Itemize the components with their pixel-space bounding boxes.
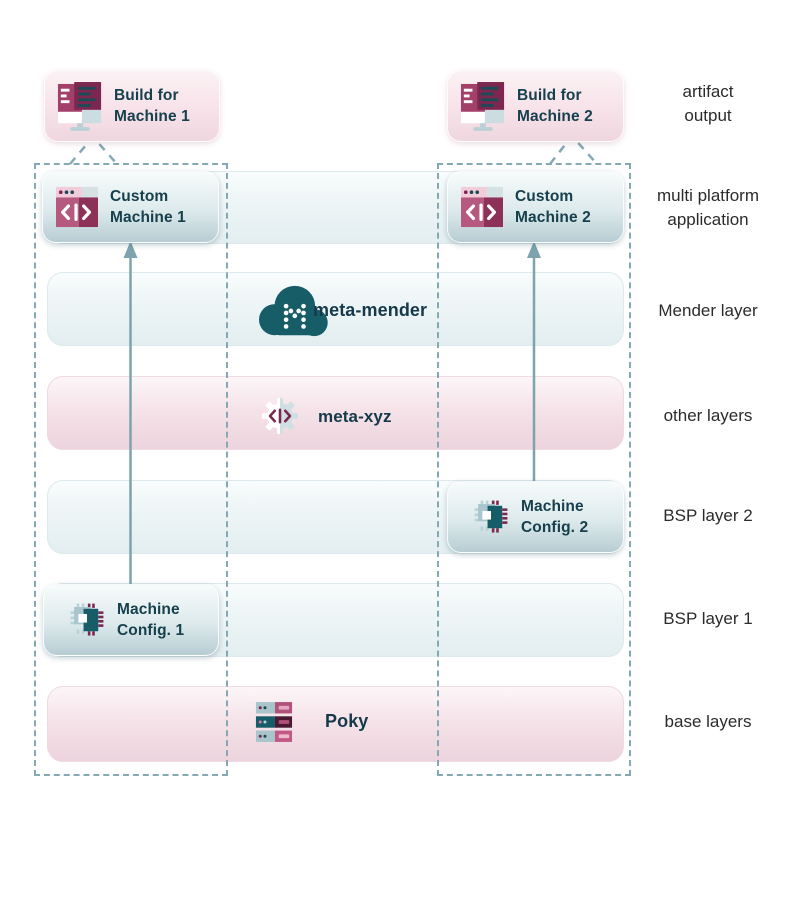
label-line-1: Custom: [515, 188, 574, 205]
machine-config-1-box: Machine Config. 1: [43, 584, 219, 656]
side-label-bsp-layer-1: BSP layer 1: [663, 609, 753, 628]
label-line-1: Build for: [114, 87, 179, 104]
label-line-1: Custom: [110, 188, 169, 205]
monitor-build-icon: [57, 82, 102, 131]
box-label: Build for Machine 2: [517, 85, 593, 127]
machine-2-column-outline: [437, 163, 631, 776]
machine-config-2-box: Machine Config. 2: [447, 481, 624, 553]
side-label-line: application: [667, 210, 749, 229]
meta-mender-label: meta-mender: [313, 300, 428, 320]
side-label-artifact-output: artifact output: [628, 80, 788, 128]
side-label-bsp-layer-2: BSP layer 2: [663, 506, 753, 525]
server-stack-icon: [255, 702, 293, 742]
build-for-machine-1-box: Build for Machine 1: [44, 70, 220, 142]
custom-machine-2-box: Custom Machine 2: [447, 171, 624, 243]
side-label-multi-platform-application: multi platform application: [628, 184, 788, 232]
side-label-line: multi platform: [656, 186, 760, 205]
label-line-2: Config. 1: [117, 622, 185, 639]
chip-icon: [70, 603, 104, 636]
code-window-icon: [461, 186, 503, 228]
label-line-2: Machine 1: [110, 209, 186, 226]
side-label-mender-layer: Mender layer: [658, 301, 758, 320]
chip-icon: [474, 500, 508, 533]
code-window-icon: [56, 186, 98, 228]
label-line-2: Config. 2: [521, 519, 589, 536]
side-label-line: artifact: [682, 82, 734, 101]
side-label-line: output: [684, 106, 732, 125]
box-label: Custom Machine 1: [110, 186, 186, 228]
side-label-other-layers: other layers: [663, 406, 753, 425]
meta-xyz-label: meta-xyz: [318, 407, 392, 426]
monitor-build-icon: [460, 82, 505, 131]
custom-machine-1-box: Custom Machine 1: [42, 171, 219, 243]
layer-band-mender: [47, 272, 624, 346]
layer-band-base: [47, 686, 624, 762]
mender-cloud-icon: [259, 285, 328, 337]
box-label: Custom Machine 2: [515, 186, 591, 228]
poky-label: Poky: [325, 711, 369, 731]
build-for-machine-2-box: Build for Machine 2: [447, 70, 624, 142]
label-line-2: Machine 1: [114, 108, 190, 125]
label-line-2: Machine 2: [515, 209, 591, 226]
label-line-1: Build for: [517, 87, 582, 104]
label-line-1: Machine: [521, 498, 584, 515]
box-label: Build for Machine 1: [114, 85, 190, 127]
box-label: Machine Config. 1: [117, 599, 184, 641]
gear-code-icon: [261, 397, 299, 435]
box-label: Machine Config. 2: [521, 496, 588, 538]
side-label-base-layers: base layers: [664, 712, 752, 731]
layer-band-other: [47, 376, 624, 450]
machine-1-column-outline: [34, 163, 228, 776]
label-line-2: Machine 2: [517, 108, 593, 125]
label-line-1: Machine: [117, 601, 180, 618]
